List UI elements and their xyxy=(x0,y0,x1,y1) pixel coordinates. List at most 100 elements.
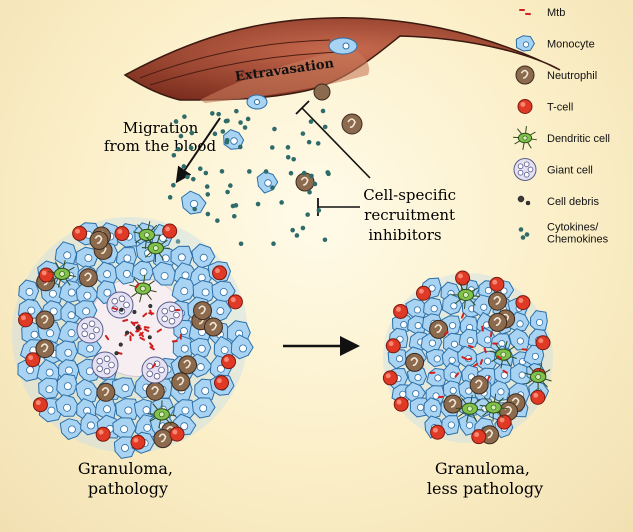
monocyte-nucleus xyxy=(430,405,438,413)
legend-label-neutrophil: Neutrophil xyxy=(547,70,597,82)
monocyte-nucleus xyxy=(518,371,526,379)
cytokine xyxy=(300,131,306,136)
migrating-cells xyxy=(181,113,363,215)
monocyte-nucleus xyxy=(189,199,198,208)
neutrophil xyxy=(35,339,55,359)
monocyte-nucleus xyxy=(47,406,56,415)
monocyte-nucleus xyxy=(45,368,54,377)
mtb xyxy=(174,309,181,312)
monocyte-icon xyxy=(515,35,535,52)
neutrophil xyxy=(203,317,223,337)
neutrophil-nucleus xyxy=(448,398,457,408)
cytokine-icon xyxy=(518,227,530,240)
monocyte-nucleus xyxy=(516,337,524,345)
t-cell xyxy=(162,223,178,239)
cell-debris xyxy=(119,307,124,312)
cell-debris-icon xyxy=(517,195,531,206)
t-cell xyxy=(72,225,88,241)
monocyte-nucleus xyxy=(264,179,272,187)
cell-debris xyxy=(135,325,140,330)
legend-label-giant: Giant cell xyxy=(547,165,593,177)
neutrophil-nucleus xyxy=(151,386,159,395)
monocyte-nucleus xyxy=(83,387,92,396)
monocyte-nucleus xyxy=(230,137,238,145)
neutrophil-nucleus xyxy=(300,176,309,186)
mtb xyxy=(171,340,178,343)
cytokine xyxy=(306,139,312,145)
mtb-icon xyxy=(519,8,531,16)
mtb xyxy=(122,318,129,322)
monocyte-nucleus xyxy=(465,387,473,395)
monocyte-nucleus xyxy=(216,307,225,315)
t-cell xyxy=(489,276,505,292)
giant-cell-icon xyxy=(513,158,537,181)
cytokine xyxy=(189,130,195,136)
monocyte-nucleus xyxy=(484,286,493,295)
cytokine xyxy=(228,183,233,188)
cell-debris xyxy=(147,335,152,340)
monocyte-nucleus xyxy=(45,385,54,394)
cell-debris xyxy=(148,303,153,309)
cytokine xyxy=(190,176,196,182)
neutrophil xyxy=(469,375,489,395)
cytokine xyxy=(322,237,328,243)
giant-cell xyxy=(106,291,134,319)
mtb xyxy=(151,363,157,369)
neutrophil xyxy=(35,310,55,330)
monocyte-nucleus xyxy=(142,406,151,415)
neutrophil xyxy=(145,381,165,401)
monocyte-nucleus xyxy=(220,346,229,355)
cell-debris xyxy=(132,309,137,315)
t-cell xyxy=(227,294,243,310)
cytokine xyxy=(216,111,221,117)
t-cell-highlight xyxy=(396,306,401,312)
monocyte-nucleus xyxy=(434,374,442,382)
monocyte-nucleus xyxy=(48,289,57,298)
cytokine xyxy=(300,225,306,231)
t-cell xyxy=(382,370,398,386)
monocyte-nucleus xyxy=(84,254,93,262)
monocyte-nucleus xyxy=(433,355,441,363)
cytokine xyxy=(238,241,244,247)
mtb xyxy=(443,330,449,336)
cytokine xyxy=(171,182,176,188)
neutrophil xyxy=(153,429,173,449)
monocyte-nucleus xyxy=(239,344,247,353)
giant-cell xyxy=(156,301,184,329)
mtb xyxy=(461,356,467,360)
cell-debris xyxy=(517,195,525,203)
monocyte-nucleus xyxy=(67,329,76,338)
cytokine xyxy=(175,239,181,244)
mtb xyxy=(129,335,132,342)
t-cell-highlight xyxy=(172,429,178,435)
monocyte-nucleus xyxy=(432,392,440,400)
monocyte-nucleus xyxy=(448,356,456,364)
monocyte-nucleus xyxy=(219,288,228,296)
cytokine xyxy=(307,189,312,195)
monocyte-nucleus xyxy=(181,406,190,415)
cytokine xyxy=(294,233,300,238)
monocyte-nucleus xyxy=(466,421,474,429)
mtb xyxy=(129,331,135,337)
monocyte-nucleus xyxy=(216,364,225,373)
monocyte-nucleus xyxy=(121,444,129,452)
t-cell xyxy=(430,424,446,440)
monocyte-nucleus xyxy=(400,321,408,329)
giant-cell xyxy=(141,356,169,384)
cytokine xyxy=(185,174,190,180)
monocyte-nucleus xyxy=(196,363,205,372)
t-cell xyxy=(471,429,487,445)
monocyte-nucleus xyxy=(26,366,35,374)
monocyte-nucleus xyxy=(399,390,407,398)
monocyte-nucleus xyxy=(199,253,208,262)
extravasating-neutrophil xyxy=(313,83,331,101)
dendritic-cell xyxy=(524,363,552,391)
cytokine xyxy=(237,144,243,150)
blood-vessel: Extravasation xyxy=(123,17,561,110)
neutrophil-nucleus xyxy=(176,376,185,386)
cytokine xyxy=(247,169,252,174)
cytokine xyxy=(220,129,226,134)
t-cell xyxy=(212,265,228,281)
monocyte-nucleus xyxy=(466,337,474,345)
monocyte-nucleus xyxy=(161,254,170,263)
